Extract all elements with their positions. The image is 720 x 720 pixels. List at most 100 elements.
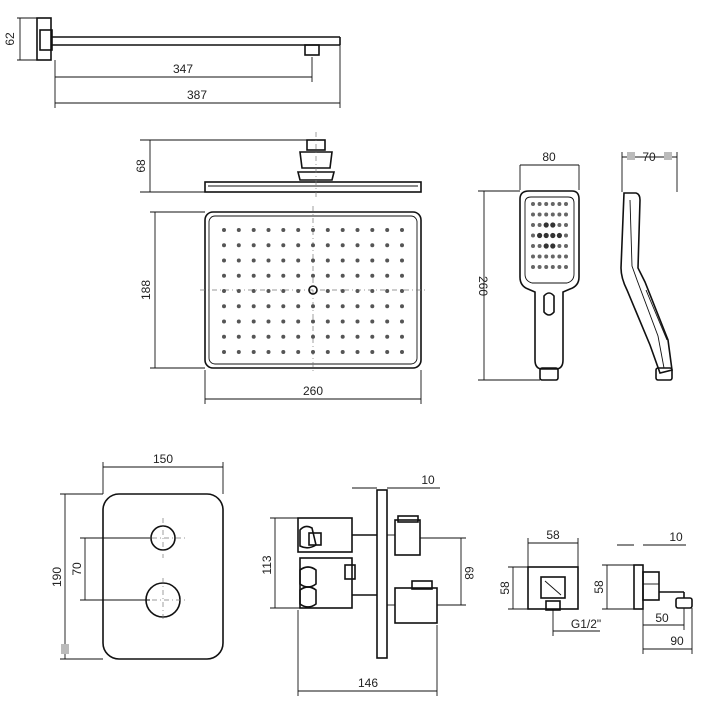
nozzle-dot — [251, 273, 256, 278]
nozzle-dot — [355, 273, 360, 278]
nozzle-dot — [222, 289, 226, 293]
nozzle-dot — [325, 304, 330, 309]
nozzle-dot — [236, 273, 241, 278]
nozzle-grid — [222, 228, 404, 354]
nozzle-dot — [296, 273, 301, 278]
nozzle-dot — [236, 243, 241, 248]
nozzle-dot — [236, 334, 241, 339]
nozzle-dot — [355, 258, 360, 263]
nozzle-dot — [311, 243, 315, 248]
spray-dot — [531, 202, 535, 206]
nozzle-dot — [370, 258, 375, 263]
outlet-side-offset-label: 50 — [655, 611, 669, 625]
nozzle-dot — [355, 319, 360, 324]
nozzle-dot — [400, 258, 404, 263]
nozzle-dot — [340, 243, 345, 248]
nozzle-dot — [400, 289, 404, 293]
spray-dot — [564, 202, 568, 206]
nozzle-dot — [236, 289, 241, 293]
nozzle-dot — [340, 258, 345, 263]
spray-dot — [544, 202, 549, 206]
spray-dot — [537, 244, 542, 248]
nozzle-dot — [400, 243, 404, 248]
spray-dot — [537, 223, 542, 227]
nozzle-dot — [266, 350, 271, 354]
nozzle-dot — [400, 304, 404, 309]
spray-dot — [564, 212, 568, 217]
nozzle-dot — [355, 243, 360, 248]
nozzle-dot — [311, 319, 315, 324]
spray-dot — [544, 212, 549, 217]
nozzle-dot — [222, 273, 226, 278]
nozzle-dot — [340, 350, 345, 354]
nozzle-dot — [281, 334, 286, 339]
nozzle-dot — [296, 319, 301, 324]
valve-depth-label: 146 — [358, 676, 378, 690]
nozzle-dot — [400, 334, 404, 339]
nozzle-dot — [385, 258, 390, 263]
arm-total-length-label: 387 — [187, 88, 207, 102]
nozzle-dot — [281, 258, 286, 263]
nozzle-dot — [355, 289, 360, 293]
nozzle-dot — [311, 258, 315, 263]
nozzle-dot — [281, 304, 286, 309]
nozzle-dot — [340, 289, 345, 293]
nozzle-dot — [222, 228, 226, 232]
spray-dot — [550, 254, 555, 259]
spray-dot — [537, 202, 542, 206]
nozzle-dot — [400, 350, 404, 354]
nozzle-dot — [296, 304, 301, 309]
nozzle-dot — [236, 304, 241, 309]
spray-dot — [531, 265, 535, 269]
nozzle-dot — [355, 350, 360, 354]
spray-dot — [531, 244, 535, 248]
head-neck-height-label: 68 — [134, 159, 148, 173]
nozzle-dot — [370, 334, 375, 339]
spray-dot — [537, 265, 542, 269]
nozzle-dot — [296, 243, 301, 248]
nozzle-dot — [385, 228, 390, 232]
outlet-height-label: 68 — [462, 566, 476, 580]
spray-dot — [531, 233, 535, 238]
spray-dot — [550, 212, 555, 217]
nozzle-dot — [311, 273, 315, 278]
hand-shower: 80 260 70 — [476, 150, 678, 381]
nozzle-dot — [251, 228, 256, 232]
nozzle-dot — [251, 289, 256, 293]
nozzle-dot — [370, 273, 375, 278]
nozzle-dot — [266, 304, 271, 309]
spray-dot — [531, 223, 535, 227]
handshower-side-width-label: 70 — [642, 150, 656, 164]
nozzle-dot — [370, 319, 375, 324]
wall-outlet-side: 10 58 50 90 — [592, 530, 693, 654]
wall-outlet-front: 58 58 G1/2" — [498, 528, 601, 636]
spray-dot — [557, 202, 562, 206]
spray-dot — [550, 222, 556, 228]
nozzle-dot — [325, 243, 330, 248]
nozzle-dot — [266, 319, 271, 324]
head-width-label: 260 — [303, 384, 323, 398]
nozzle-dot — [281, 228, 286, 232]
nozzle-dot — [385, 273, 390, 278]
nozzle-dot — [251, 243, 256, 248]
nozzle-dot — [311, 350, 315, 354]
nozzle-dot — [281, 289, 286, 293]
nozzle-dot — [251, 319, 256, 324]
nozzle-dot — [266, 289, 271, 293]
faceplate: 150 190 70 — [50, 452, 224, 660]
nozzle-dot — [311, 334, 315, 339]
arm-length-label: 347 — [173, 62, 193, 76]
spray-dot — [543, 243, 549, 249]
nozzle-dot — [370, 350, 375, 354]
nozzle-dot — [266, 334, 271, 339]
nozzle-dot — [400, 319, 404, 324]
spray-dot — [537, 232, 543, 239]
nozzle-dot — [266, 258, 271, 263]
nozzle-dot — [325, 228, 330, 232]
outlet-side-depth-label: 90 — [670, 634, 684, 648]
nozzle-dot — [385, 350, 390, 354]
outlet-side-height-label: 58 — [592, 580, 606, 594]
thread-size-label: G1/2" — [571, 617, 601, 631]
nozzle-dot — [385, 304, 390, 309]
